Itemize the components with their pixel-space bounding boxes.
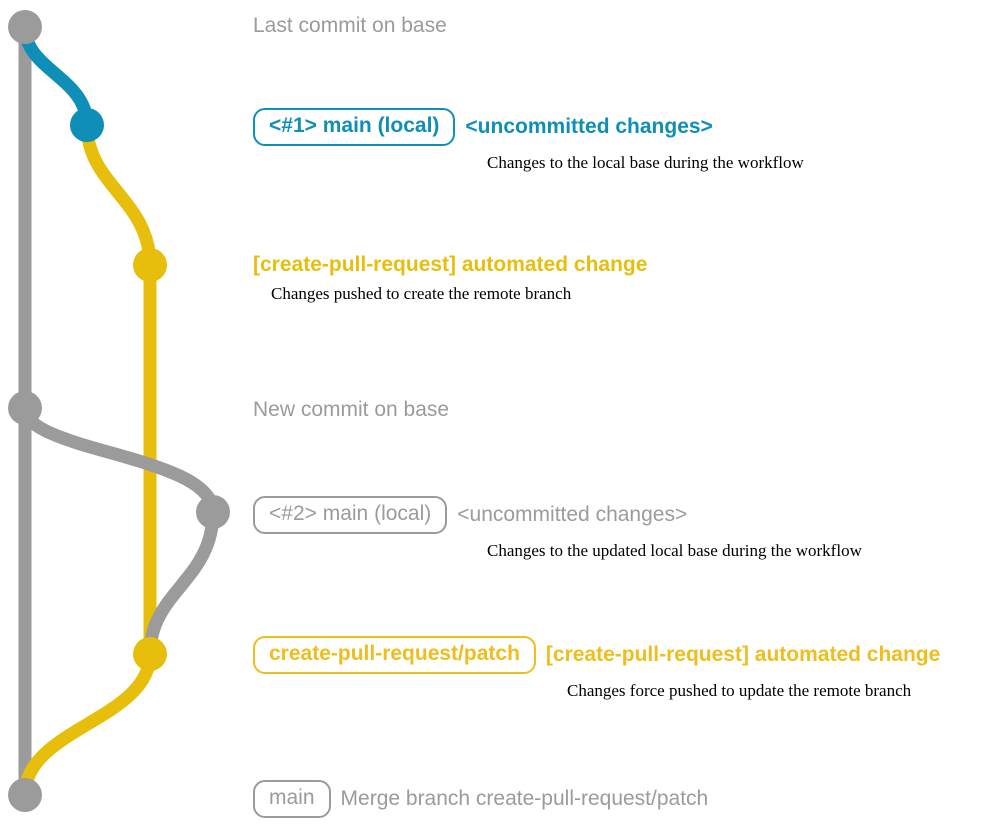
- commit-subject-merge: Merge branch create-pull-request/patch: [340, 787, 709, 811]
- row-patch-2: create-pull-request/patch [create-pull-r…: [253, 636, 940, 701]
- caption-new-commit-on-base: New commit on base: [253, 398, 450, 421]
- ref-pill-main[interactable]: main: [253, 780, 331, 819]
- row-local-2: <#2> main (local) <uncommitted changes> …: [253, 496, 862, 561]
- headline-merge: main Merge branch create-pull-request/pa…: [253, 780, 709, 819]
- patch-merge-edge: [18, 647, 157, 802]
- row-merge: main Merge branch create-pull-request/pa…: [253, 780, 709, 819]
- headline-local-2: <#2> main (local) <uncommitted changes>: [253, 496, 862, 535]
- commit-subject-patch-1: [create-pull-request] automated change: [253, 253, 648, 276]
- row-local-1: <#1> main (local) <uncommitted changes> …: [253, 108, 804, 173]
- row-last-commit-on-base: Last commit on base: [253, 14, 447, 38]
- commit-note-local-2: Changes to the updated local base during…: [487, 541, 862, 561]
- row-new-commit-on-base: New commit on base: [253, 398, 449, 422]
- commit-subject-local-2: <uncommitted changes>: [457, 503, 688, 527]
- commit-subject-local-1: <uncommitted changes>: [465, 115, 713, 139]
- commit-node-merge: [8, 778, 42, 812]
- ref-pill-create-pull-request-patch[interactable]: create-pull-request/patch: [253, 636, 536, 675]
- caption-last-commit-on-base: Last commit on base: [253, 14, 447, 37]
- commit-note-local-1: Changes to the local base during the wor…: [487, 153, 804, 173]
- local2-to-patch2-edge: [143, 505, 220, 661]
- ref-pill-main-local-1[interactable]: <#1> main (local): [253, 108, 456, 147]
- base-to-local2-edge: [18, 401, 220, 519]
- patch-branch-edge-upper: [80, 118, 157, 272]
- commit-node-patch-1: [133, 248, 167, 282]
- headline-patch-1: [create-pull-request] automated change: [253, 253, 647, 276]
- commit-note-patch-2: Changes force pushed to update the remot…: [567, 681, 912, 701]
- commit-node-patch-2: [133, 637, 167, 671]
- commit-node-local-1: [70, 108, 104, 142]
- commit-subject-patch-2: [create-pull-request] automated change: [545, 643, 941, 667]
- headline-patch-2: create-pull-request/patch [create-pull-r…: [253, 636, 941, 675]
- headline-local-1: <#1> main (local) <uncommitted changes>: [253, 108, 804, 147]
- commit-node-local-2: [196, 495, 230, 529]
- commit-node-base-new: [8, 391, 42, 425]
- row-patch-1: [create-pull-request] automated change C…: [253, 253, 647, 304]
- commit-node-base-head: [8, 10, 42, 44]
- ref-pill-main-local-2[interactable]: <#2> main (local): [253, 496, 448, 535]
- commit-note-patch-1: Changes pushed to create the remote bran…: [271, 284, 572, 304]
- git-graph: [8, 10, 230, 812]
